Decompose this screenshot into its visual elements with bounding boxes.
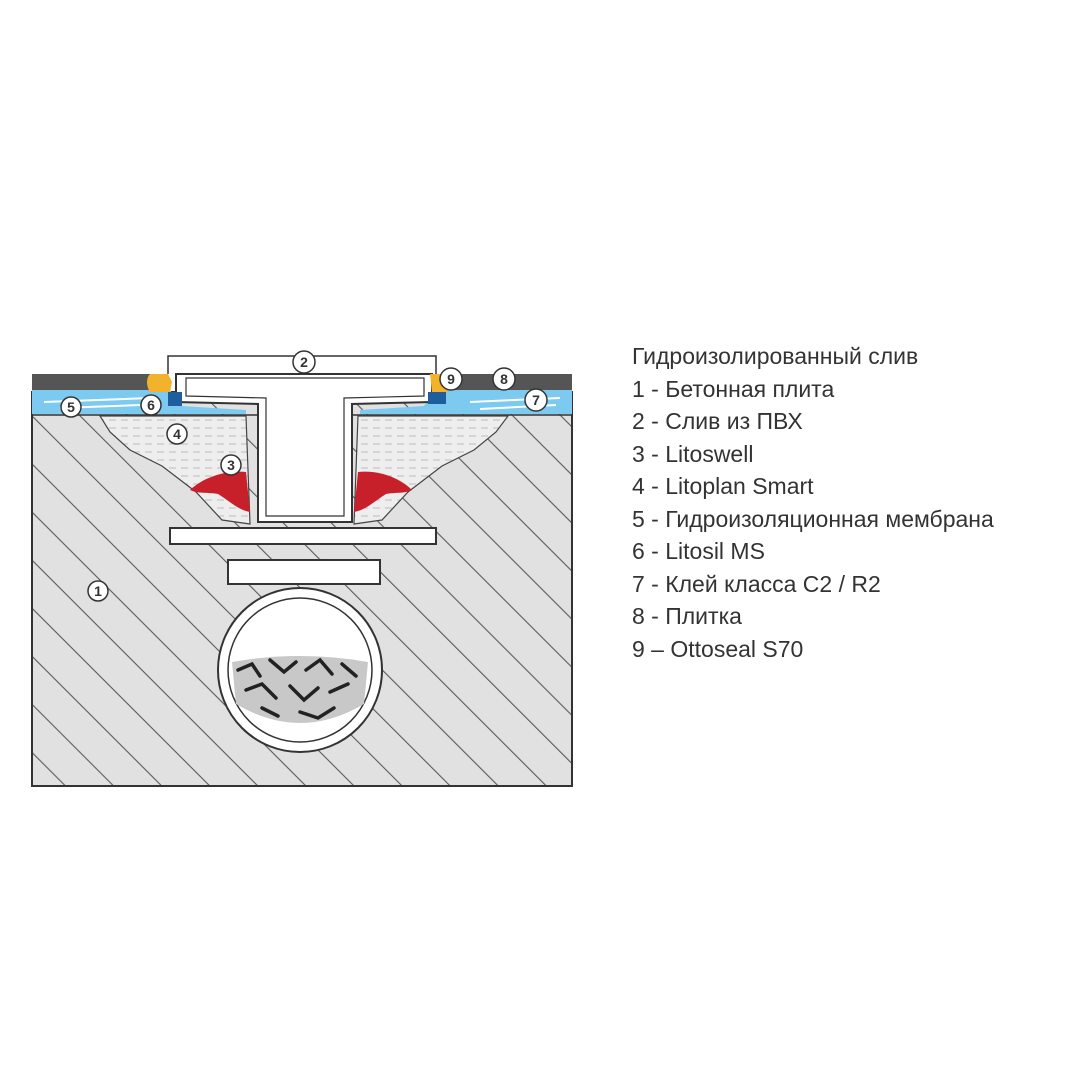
callout-6: 6 (140, 394, 162, 416)
svg-text:9: 9 (447, 371, 455, 387)
callout-8: 8 (492, 367, 516, 391)
legend-item: 4 - Litoplan Smart (632, 473, 814, 499)
legend-item: 5 - Гидроизоляционная мембрана (632, 505, 994, 532)
callout-3: 3 (220, 454, 242, 476)
callout-markers: 1 2 3 4 5 6 7 8 9 (60, 350, 548, 602)
svg-text:5: 5 (67, 399, 75, 415)
callout-9: 9 (439, 367, 463, 391)
legend: Гидроизолированный слив 1 - Бетонная пли… (632, 340, 994, 665)
legend-item: 6 - Litosil MS (632, 538, 765, 564)
legend-item: 3 - Litoswell (632, 440, 754, 467)
pvc-drain (167, 355, 437, 753)
litoswell-seal (190, 471, 412, 512)
legend-item: 7 - Клей класса C2 / R2 (632, 570, 881, 597)
callout-7: 7 (524, 388, 548, 412)
svg-text:1: 1 (94, 583, 102, 599)
legend-title: Гидроизолированный слив (632, 343, 919, 369)
svg-text:7: 7 (532, 392, 540, 408)
svg-text:8: 8 (500, 371, 508, 387)
callout-2: 2 (292, 350, 316, 374)
membrane-layer (32, 390, 572, 416)
svg-text:3: 3 (227, 457, 235, 473)
legend-item: 8 - Плитка (632, 603, 742, 629)
svg-text:6: 6 (147, 397, 155, 413)
callout-4: 4 (166, 423, 188, 445)
legend-item: 9 – Ottoseal S70 (632, 635, 804, 662)
callout-5: 5 (60, 396, 82, 418)
legend-item: 2 - Слив из ПВХ (632, 408, 803, 434)
callout-1: 1 (87, 580, 109, 602)
svg-text:2: 2 (300, 354, 308, 370)
svg-text:4: 4 (173, 426, 181, 442)
mortar-bed (98, 415, 510, 525)
legend-item: 1 - Бетонная плита (632, 375, 835, 402)
